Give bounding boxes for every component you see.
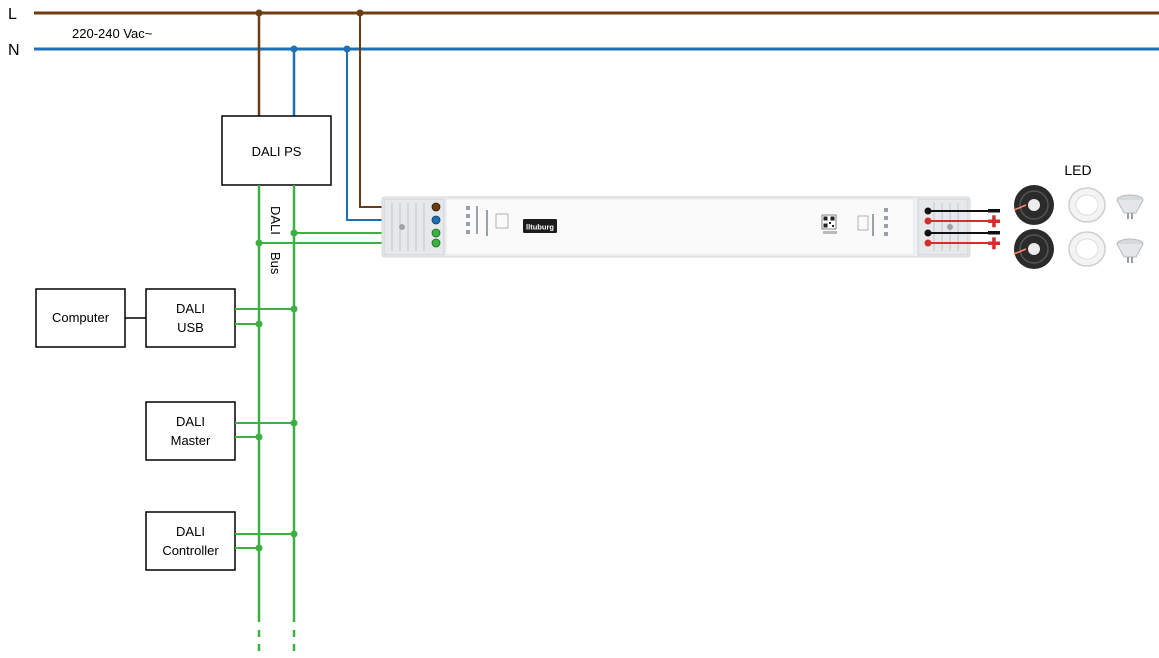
- dali-usb-label-line1: DALI: [176, 301, 205, 316]
- output-terminal-block: [917, 198, 969, 256]
- live-label: L: [8, 6, 17, 23]
- ps-neutral-junction: [290, 45, 298, 53]
- usb-bus-junction-2: [255, 320, 263, 328]
- brand-logo-text: lltuburg: [526, 223, 554, 232]
- driver-live-junction: [356, 9, 364, 17]
- plus-icon: [988, 237, 1000, 250]
- led-label: LED: [1064, 162, 1091, 178]
- qr-code: [821, 214, 837, 234]
- driver-neutral-junction: [343, 45, 351, 53]
- terminal-da1: [431, 228, 441, 238]
- input-screw: [399, 224, 405, 230]
- driver-center-panel: [445, 198, 915, 256]
- spot-bulb-icon: [1116, 194, 1144, 219]
- voltage-label: 220-240 Vac~: [72, 26, 153, 41]
- dali-master-box: [145, 401, 236, 461]
- usb-bus-junction-1: [290, 305, 298, 313]
- led-strip-reel-icon: [1013, 229, 1054, 269]
- dali-ps-box: [221, 115, 332, 186]
- controller-bus-junction-1: [290, 530, 298, 538]
- input-markings: [466, 206, 509, 236]
- neutral-label: N: [8, 42, 20, 59]
- driver-live-wire: [359, 13, 432, 208]
- brand-logo: [523, 219, 557, 233]
- bus-label-bus: Bus: [268, 252, 283, 275]
- computer-label: Computer: [52, 310, 110, 325]
- minus-icon: [988, 231, 1000, 235]
- dali-controller-label-line2: Controller: [162, 543, 219, 558]
- dali-usb-label-line2: USB: [177, 320, 204, 335]
- bus-junction-driver-1: [290, 229, 298, 237]
- downlight-icon: [1068, 187, 1106, 223]
- plus-icon: [988, 215, 1000, 228]
- dali-master-label-line1: DALI: [176, 414, 205, 429]
- dali-controller-label-line1: DALI: [176, 524, 205, 539]
- output-screw: [947, 224, 953, 230]
- bus-label-dali: DALI: [268, 206, 283, 235]
- led-strip-reel-icon: [1013, 185, 1054, 225]
- terminal-live: [431, 202, 441, 212]
- minus-icon: [988, 209, 1000, 213]
- controller-bus-junction-2: [255, 544, 263, 552]
- ps-live-junction: [255, 9, 263, 17]
- dali-controller-box: [145, 511, 236, 571]
- terminal-neutral: [431, 215, 441, 225]
- led-driver: lltuburg: [381, 196, 971, 258]
- spot-bulb-icon: [1116, 238, 1144, 263]
- bus-junction-driver-2: [255, 239, 263, 247]
- dali-ps-label: DALI PS: [252, 144, 302, 159]
- master-bus-junction-2: [255, 433, 263, 441]
- output-markings: [857, 208, 888, 236]
- dali-usb-box: [145, 288, 236, 348]
- terminal-da2: [431, 238, 441, 248]
- dali-master-label-line2: Master: [171, 433, 211, 448]
- master-bus-junction-1: [290, 419, 298, 427]
- downlight-icon: [1068, 231, 1106, 267]
